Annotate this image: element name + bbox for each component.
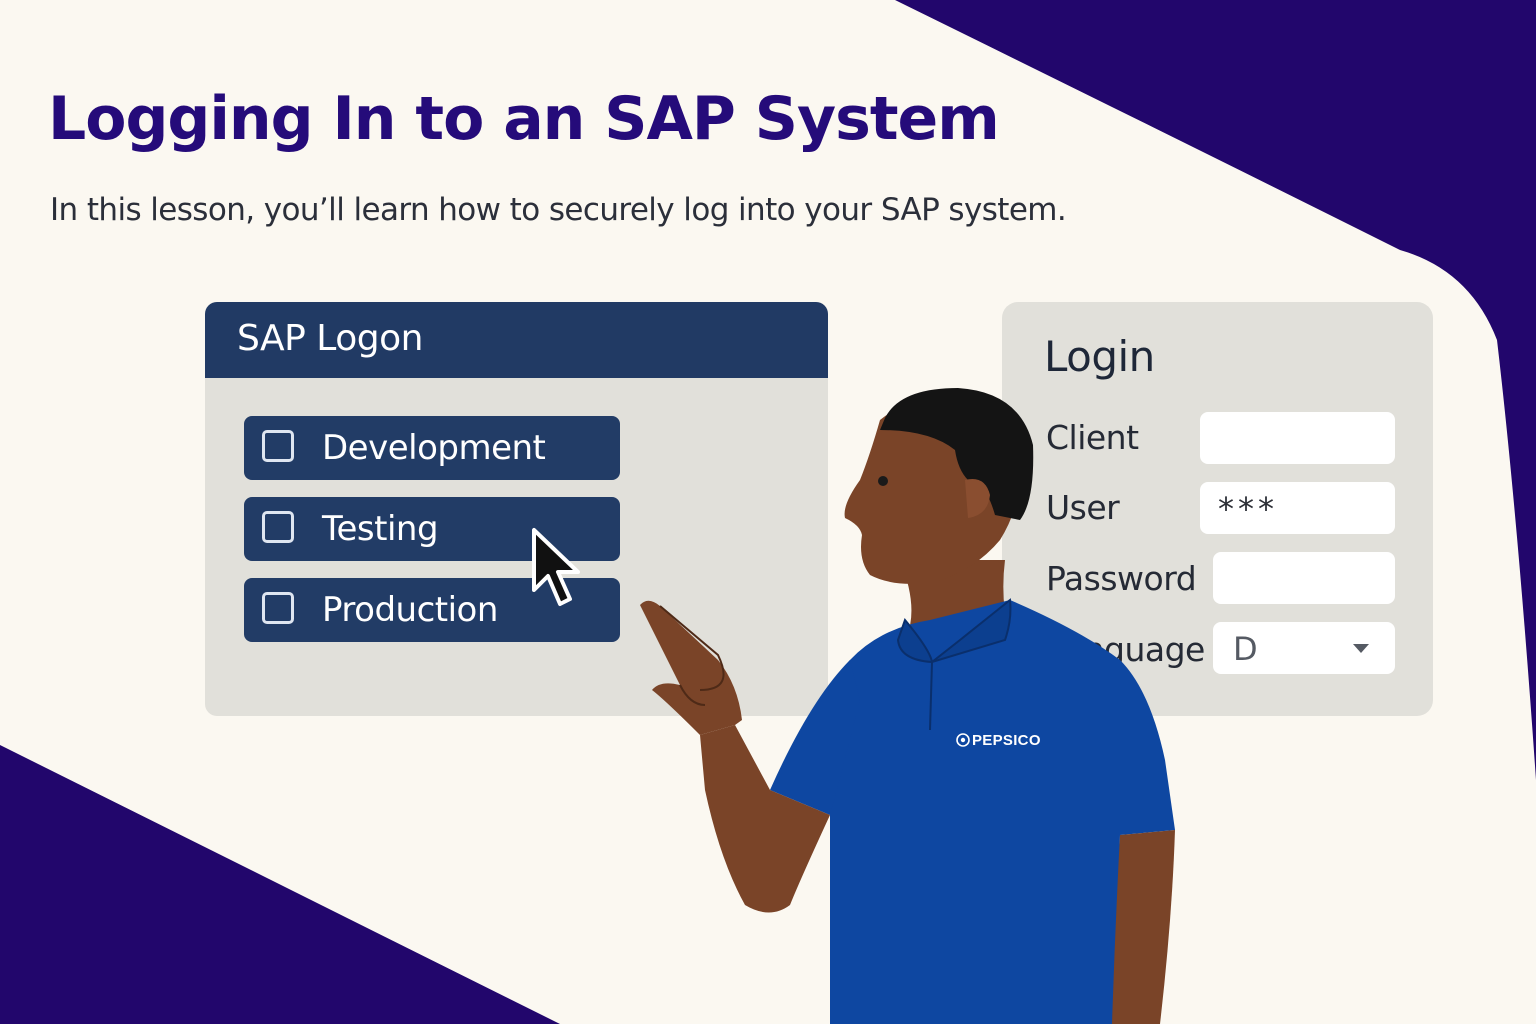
user-input[interactable]: ***	[1200, 482, 1395, 534]
mouse-pointer-icon	[532, 528, 580, 606]
password-label: Password	[1046, 559, 1197, 598]
system-item-label: Production	[322, 590, 498, 630]
checkbox-icon[interactable]	[262, 592, 294, 624]
sap-logon-window: SAP Logon Development Testing Production	[205, 302, 828, 716]
system-item-label: Development	[322, 428, 546, 468]
shirt-logo-text: PEPSICO	[972, 732, 1041, 749]
system-item-development[interactable]: Development	[244, 416, 620, 480]
sap-logon-title: SAP Logon	[237, 318, 423, 359]
person-hair	[880, 388, 1034, 520]
person-collar	[896, 598, 1012, 664]
client-input[interactable]	[1200, 412, 1395, 464]
password-input[interactable]	[1213, 552, 1395, 604]
person-left-sleeve	[770, 660, 860, 815]
system-item-label: Testing	[322, 509, 439, 549]
sap-logon-titlebar: SAP Logon	[205, 302, 828, 378]
client-label: Client	[1046, 418, 1139, 457]
person-right-arm	[1112, 830, 1175, 1024]
user-value: ***	[1218, 490, 1278, 528]
top-right-shape	[895, 0, 1536, 1024]
user-label: User	[1046, 488, 1120, 527]
checkbox-icon[interactable]	[262, 430, 294, 462]
person-forearm	[700, 725, 830, 913]
pepsico-logo-icon	[956, 733, 970, 747]
checkbox-icon[interactable]	[262, 511, 294, 543]
language-value: D	[1233, 630, 1258, 668]
person-hand	[640, 600, 742, 735]
chevron-down-icon[interactable]	[1353, 644, 1369, 653]
page-title: Logging In to an SAP System	[48, 84, 1000, 154]
login-title: Login	[1044, 332, 1155, 381]
person-ear	[965, 479, 990, 518]
language-select[interactable]: D	[1213, 622, 1395, 674]
bottom-left-shape	[0, 745, 560, 1024]
person-shirt	[827, 600, 1175, 1024]
page-subtitle: In this lesson, you’ll learn how to secu…	[50, 192, 1067, 228]
person-eye	[878, 476, 888, 486]
